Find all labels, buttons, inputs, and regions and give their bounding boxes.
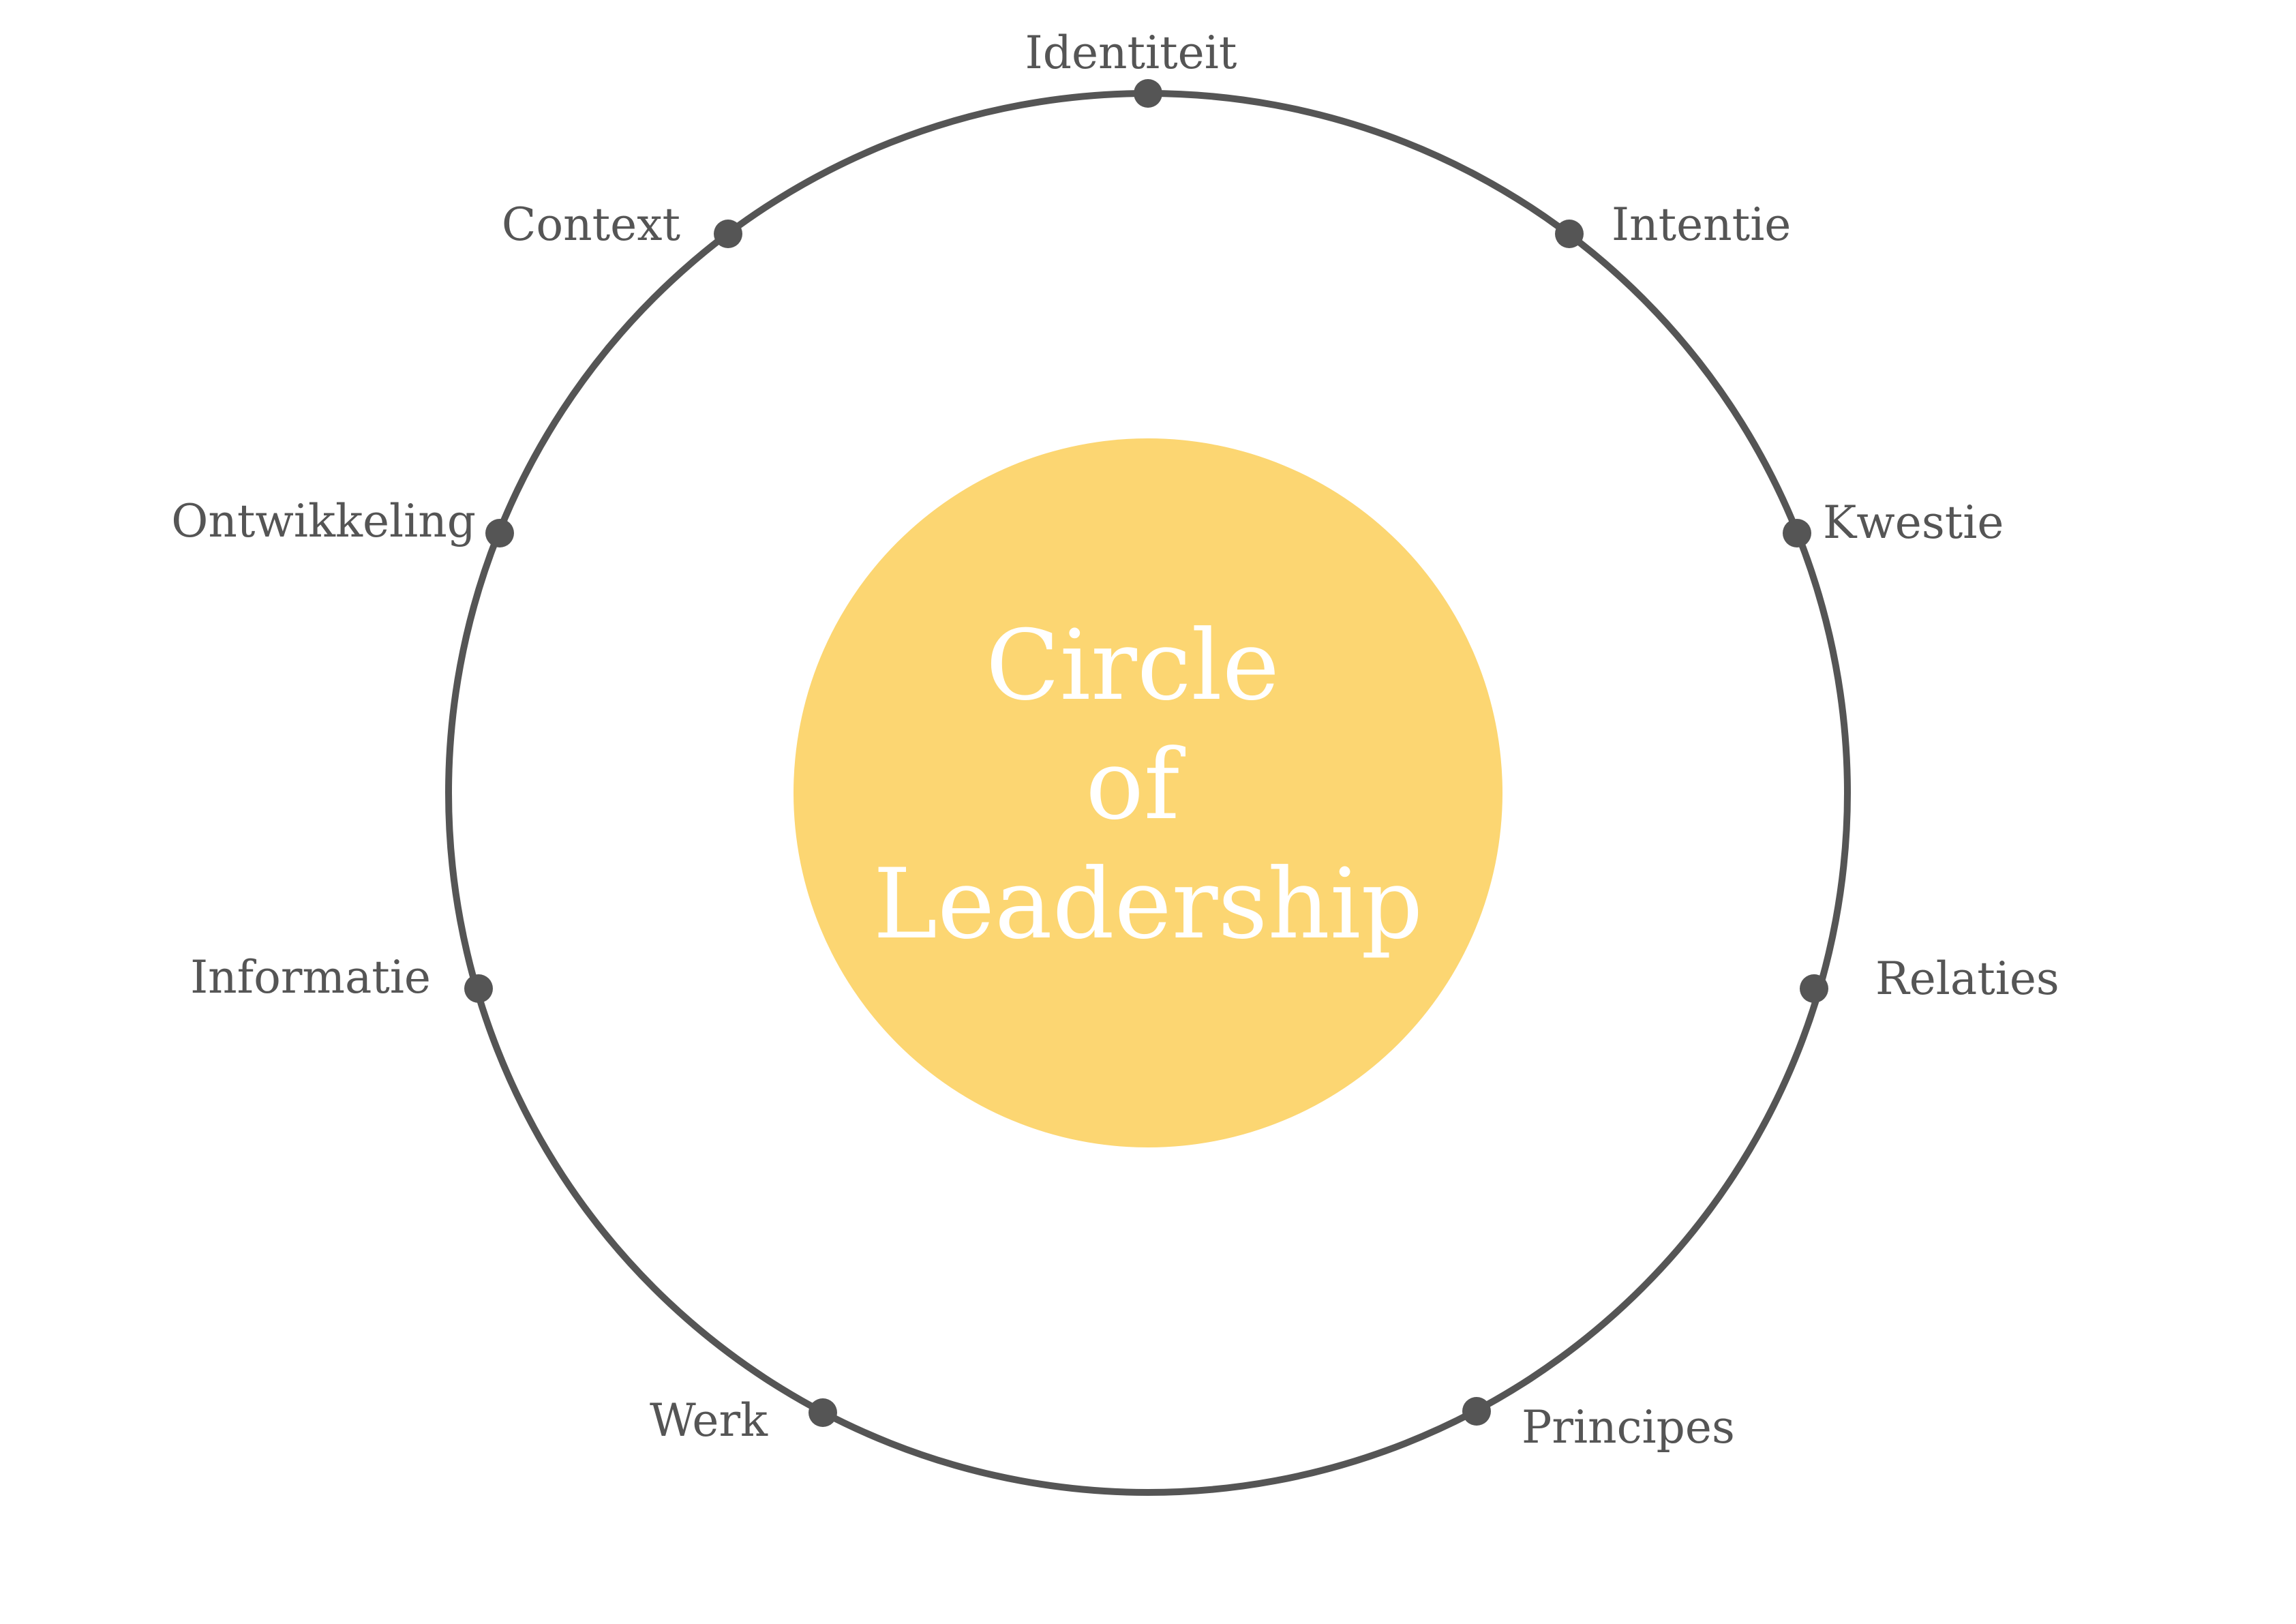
node-label-kwestie: Kwestie	[1823, 496, 2004, 549]
node-dot-intentie	[1555, 220, 1584, 248]
node-dot-kwestie	[1783, 519, 1811, 547]
node-dot-principes	[1462, 1397, 1491, 1426]
center-title-line-3: Leadership	[873, 848, 1423, 961]
node-dot-werk	[809, 1398, 837, 1427]
node-dot-informatie	[464, 974, 493, 1003]
node-dot-relaties	[1800, 974, 1828, 1003]
node-label-werk: Werk	[650, 1394, 768, 1447]
node-label-informatie: Informatie	[190, 951, 431, 1004]
center-title: Circle of Leadership	[873, 610, 1423, 961]
node-label-context: Context	[502, 198, 680, 251]
node-label-intentie: Intentie	[1612, 198, 1791, 251]
center-circle	[794, 438, 1502, 1147]
node-label-relaties: Relaties	[1875, 952, 2059, 1005]
node-dot-ontwikkeling	[485, 519, 514, 547]
node-label-principes: Principes	[1522, 1401, 1735, 1454]
center-title-line-2: of	[1085, 729, 1185, 841]
node-label-identiteit: Identiteit	[1025, 27, 1237, 79]
node-label-ontwikkeling: Ontwikkeling	[171, 495, 476, 547]
node-dot-identiteit	[1134, 79, 1162, 108]
center-title-line-1: Circle	[986, 610, 1280, 722]
node-dot-context	[714, 220, 742, 248]
